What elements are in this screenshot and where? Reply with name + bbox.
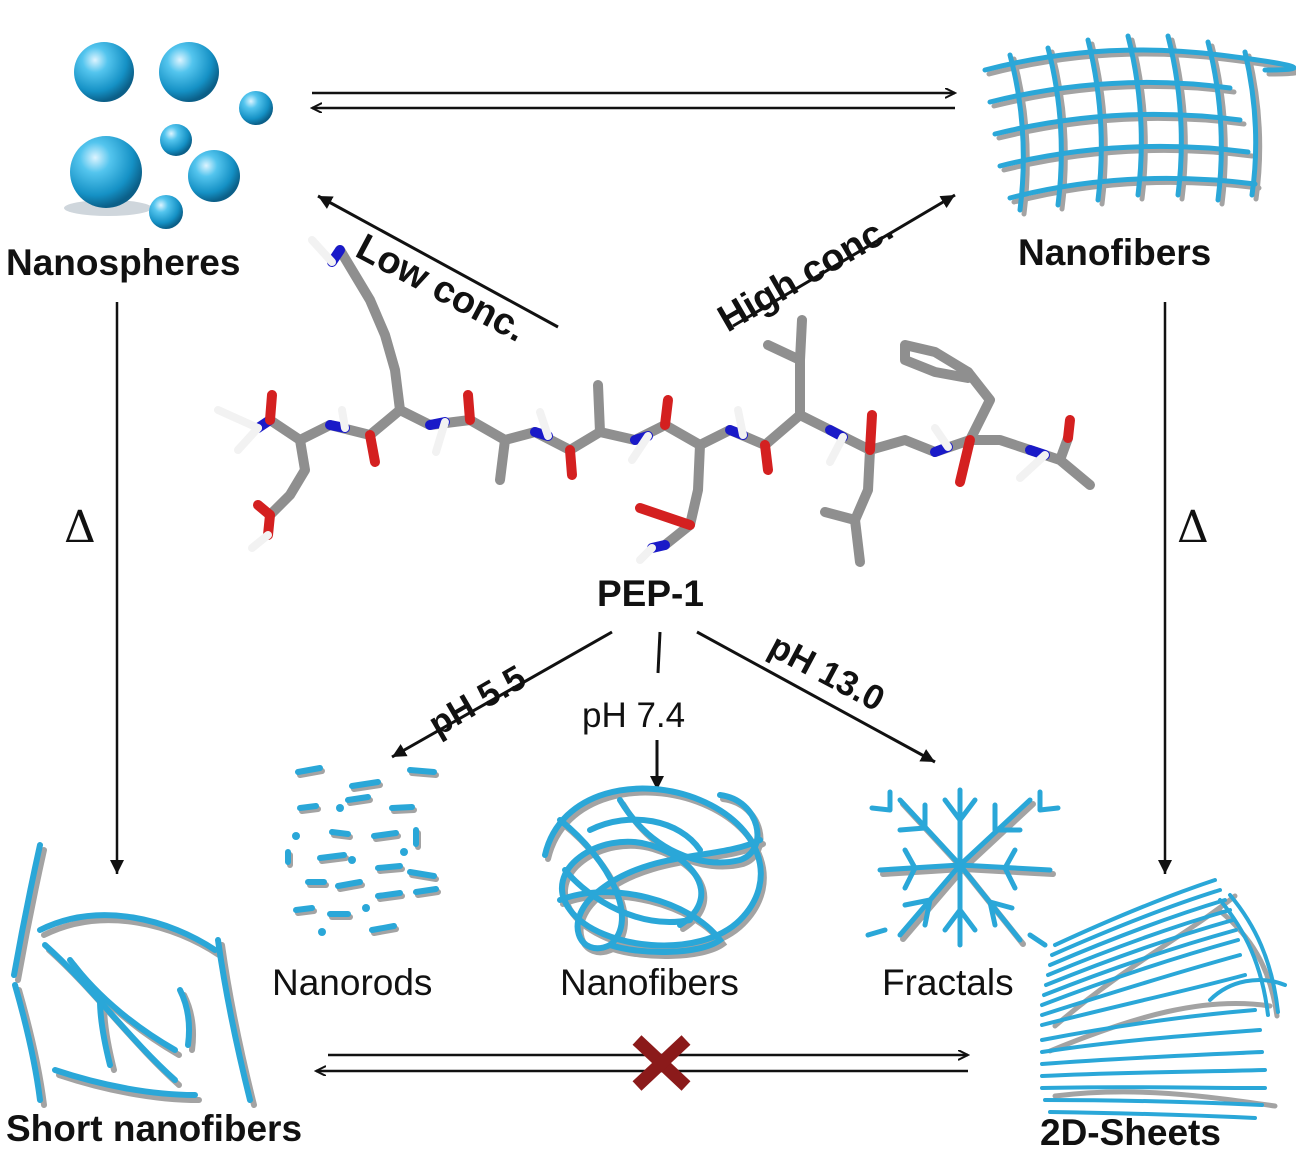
ph-neutral-label: pH 7.4 — [582, 696, 686, 735]
delta-left-label: Δ — [64, 502, 96, 553]
cross-mark-icon — [632, 1035, 691, 1091]
nanofibers-mid-label: Nanofibers — [560, 962, 739, 1003]
blocked-arrows-bottom — [316, 1055, 968, 1071]
ph-arrow-neutral — [650, 631, 664, 790]
2d-sheets-label: 2D-Sheets — [1040, 1112, 1221, 1153]
ph-arrow-base — [696, 630, 936, 764]
fractals-graphic — [865, 787, 1061, 948]
nanofibers-top-label: Nanofibers — [1018, 232, 1212, 273]
2d-sheets-graphic — [1040, 878, 1287, 1120]
low-conc-arrow — [317, 194, 559, 329]
tangled-nanofibers-graphic — [542, 785, 767, 959]
nanospheres-label: Nanospheres — [6, 242, 241, 283]
delta-right-label: Δ — [1177, 502, 1209, 553]
nanorods-label: Nanorods — [272, 962, 433, 1003]
high-conc-arrow — [732, 193, 956, 328]
pep1-label: PEP-1 — [597, 573, 704, 614]
nanofibers-mesh-graphic — [982, 33, 1296, 217]
nanorods-graphic — [285, 765, 441, 936]
reversible-arrows-top — [312, 93, 955, 108]
short-nanofibers-graphic — [11, 842, 257, 1108]
pep1-molecule-model — [214, 236, 1095, 567]
short-nanofibers-label: Short nanofibers — [6, 1108, 303, 1149]
fractals-label: Fractals — [882, 962, 1014, 1003]
nanospheres-graphic — [64, 42, 273, 229]
ph-arrow-acid — [391, 630, 613, 759]
